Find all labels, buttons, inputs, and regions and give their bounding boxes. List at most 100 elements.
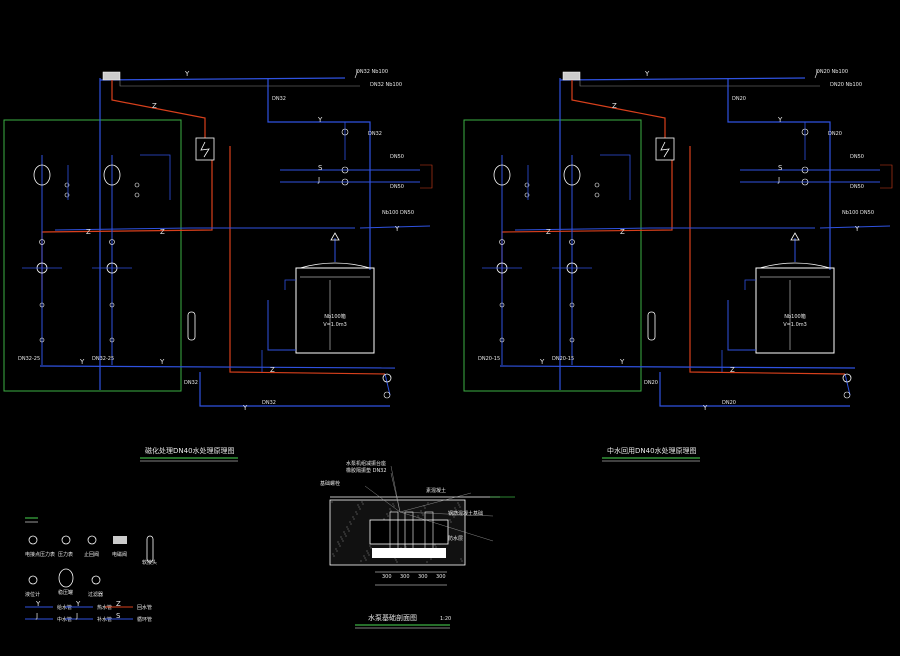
supply-pipe <box>54 227 191 231</box>
legend-line-label: 中水管 <box>57 616 72 623</box>
concrete-hatch <box>459 506 461 508</box>
valve-icon <box>109 302 115 308</box>
concrete-hatch <box>348 530 350 532</box>
concrete-hatch <box>364 557 366 559</box>
section-scale: 1:20 <box>440 616 451 622</box>
dimension-value: 300 <box>400 574 410 580</box>
tank-volume: V=1.0m3 <box>323 322 347 328</box>
pipe-code-y: Y <box>317 116 323 124</box>
concrete-hatch <box>430 558 432 560</box>
dimension-value: 300 <box>382 574 392 580</box>
valve-icon <box>814 69 819 79</box>
pipe-code-z: Z <box>730 366 735 374</box>
gauge-icon <box>524 182 530 188</box>
legend-pipe-code: Y <box>75 600 81 608</box>
section-note: 水泵机组减振台座 <box>346 460 386 467</box>
legend-icon <box>87 535 97 545</box>
legend-pipe-code: J <box>75 612 78 620</box>
pipe-code-y: Y <box>777 116 783 124</box>
flow-spec-top: DN20 Nb100 <box>816 69 848 75</box>
section-note: 防水层 <box>448 535 463 542</box>
valve-icon <box>341 178 349 186</box>
return-pipe <box>571 80 666 138</box>
concrete-hatch <box>347 528 349 530</box>
supply-pipe <box>659 372 850 407</box>
pipe-size: DN32 <box>262 400 276 406</box>
concrete-hatch <box>349 521 351 523</box>
valve-icon <box>801 128 809 136</box>
aux-line <box>579 80 820 87</box>
water-tank <box>755 267 835 354</box>
section-note: 基础螺栓 <box>320 480 340 487</box>
tank-inlet-pipe <box>727 300 756 351</box>
tank-overflow-pipe <box>744 279 756 290</box>
leader-line <box>399 511 494 517</box>
concrete-hatch <box>338 543 340 545</box>
meter-icon <box>562 71 581 81</box>
tank-label: Nb100箱 <box>784 313 805 320</box>
pipe-code-s: S <box>318 164 323 172</box>
pump-spec: DN32-25 <box>18 356 40 362</box>
valve-icon <box>109 337 115 343</box>
concrete-hatch <box>395 559 397 561</box>
legend-label: 压力表 <box>58 551 73 558</box>
concrete-hatch <box>369 545 371 547</box>
concrete-hatch <box>355 511 357 513</box>
legend-label: 电磁阀 <box>112 551 127 558</box>
pressure-tank-icon <box>33 164 51 186</box>
valve-icon <box>39 337 45 343</box>
concrete-hatch <box>343 531 345 533</box>
lightning-icon <box>660 141 670 158</box>
valve-icon <box>499 302 505 308</box>
gauge-icon <box>64 192 70 198</box>
valve-icon <box>341 166 349 174</box>
legend-pipe-code: Y <box>35 600 41 608</box>
concrete-hatch <box>449 519 451 521</box>
concrete-hatch <box>424 507 426 509</box>
return-pipe <box>229 146 386 375</box>
pipe-code-z: Z <box>152 102 157 110</box>
concrete-hatch <box>346 526 348 528</box>
valve-icon <box>801 178 809 186</box>
valve-icon <box>499 337 505 343</box>
pipe-code-y: Y <box>619 358 625 366</box>
water-tank <box>295 267 375 354</box>
concrete-hatch <box>370 547 372 549</box>
pipe-code-y: Y <box>854 225 860 233</box>
concrete-hatch <box>339 545 341 547</box>
legend-line-label: 热水管 <box>97 604 112 611</box>
dimension-value: 300 <box>418 574 428 580</box>
legend-icon <box>28 575 38 585</box>
pipe-size: DN20 <box>722 400 736 406</box>
section-note: 橡胶隔振垫 DN32 <box>346 467 387 474</box>
flow-note-top: DN32 Nb100 <box>370 82 402 88</box>
concrete-hatch <box>426 561 428 563</box>
concrete-hatch <box>453 516 455 518</box>
branch-size: DN50 <box>850 184 864 190</box>
vent-cap-icon <box>330 232 340 241</box>
flow-note-top: DN20 Nb100 <box>830 82 862 88</box>
legend-label: 电接点压力表 <box>25 551 55 558</box>
concrete-hatch <box>458 504 460 506</box>
concrete-hatch <box>427 502 429 504</box>
concrete-hatch <box>450 521 452 523</box>
pipe-code-z: Z <box>546 228 551 236</box>
supply-pipe <box>727 78 831 270</box>
concrete-hatch <box>390 510 392 512</box>
concrete-hatch <box>340 536 342 538</box>
concrete-hatch <box>360 560 362 562</box>
concrete-hatch <box>417 515 419 517</box>
concrete-hatch <box>342 540 344 542</box>
pipe-code-y: Y <box>184 70 190 78</box>
legend-icon <box>28 535 38 545</box>
section-note: 钢筋混凝土基础 <box>448 510 483 517</box>
branch-size: DN20 <box>828 131 842 137</box>
pipe-code-s: S <box>778 164 783 172</box>
concrete-hatch <box>353 518 355 520</box>
legend-label: 液位计 <box>25 591 40 598</box>
legend-pipe-code: Z <box>116 600 121 608</box>
base-plate <box>372 548 446 558</box>
branch-end <box>420 164 433 189</box>
